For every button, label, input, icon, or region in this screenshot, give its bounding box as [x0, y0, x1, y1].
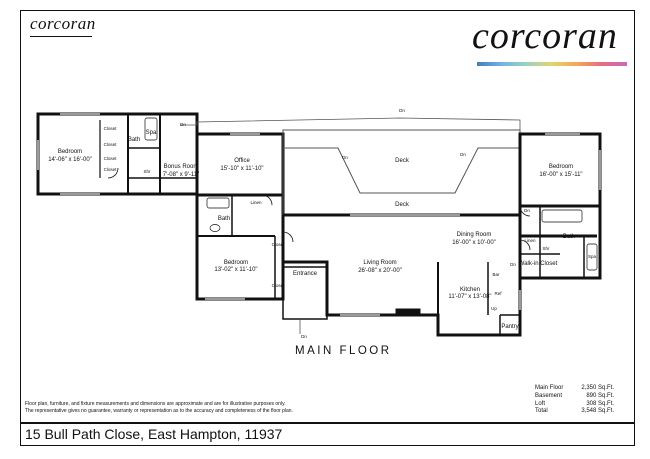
linen-label-1: Linen: [250, 200, 262, 205]
deck-lower-label: Deck: [395, 202, 410, 208]
dn-label-1: Dn: [180, 122, 186, 127]
east-bedroom-walls: [518, 132, 602, 208]
dn-label-4: Dn: [460, 152, 466, 157]
east-bath-walls: [518, 204, 602, 280]
brand-logo-large: corcoran: [472, 15, 618, 57]
linen-label-2: Linen: [524, 238, 536, 243]
spa-east-label: Spa: [588, 254, 597, 259]
sqft-row: Total 3,548 Sq.Ft.: [535, 408, 614, 416]
brand-color-bar: [477, 62, 627, 66]
sqft-label: Loft: [535, 400, 546, 407]
disclaimer-line-2: The representative gives no guarantee, w…: [25, 407, 293, 414]
bar-label: Bar: [492, 272, 500, 277]
sqft-value: 308 Sq.Ft.: [586, 400, 615, 407]
ref-label: Ref: [494, 291, 502, 296]
bedroom-east-dims: 16'-00" x 15'-11": [539, 172, 582, 178]
dn-label-3: Dn: [342, 155, 348, 160]
bedroom-east-label: Bedroom: [549, 164, 573, 170]
deck-upper-label: Deck: [395, 158, 410, 164]
dining-room-dims: 16'-00" x 10'-00": [452, 240, 496, 246]
fireplace: [395, 308, 421, 317]
sqft-label: Main Floor: [535, 385, 564, 391]
bedroom-south-label: Bedroom: [224, 260, 248, 266]
sqft-value: 2,350 Sq.Ft.: [581, 385, 615, 391]
plan-walls: [36, 112, 602, 337]
sqft-label: Basement: [535, 392, 563, 399]
bath-sink: [206, 197, 230, 209]
fp-label: Fp: [405, 310, 411, 315]
dn-label-7: Dn: [510, 262, 516, 267]
bath-west-label: Bath: [128, 137, 140, 143]
living-room-label: Living Room: [363, 260, 396, 266]
living-room-dims: 26'-08" x 20'-00": [358, 268, 402, 274]
closet-label-3: Closet: [104, 156, 118, 161]
page-frame: [20, 10, 635, 446]
bedroom-west-label: Bedroom: [58, 149, 82, 155]
address-divider: [20, 422, 635, 424]
up-label: Up: [491, 306, 497, 311]
fixtures: [144, 117, 598, 271]
dn-label-5: Dn: [301, 334, 307, 339]
living-walls: [281, 215, 522, 337]
dn-label-6: Dn: [524, 208, 530, 213]
property-address: 15 Bull Path Close, East Hampton, 11937: [25, 426, 283, 442]
east-vanity: [541, 209, 583, 223]
south-bedroom-walls: [195, 193, 285, 301]
kitchen-label: Kitchen: [460, 287, 480, 293]
door-swings: [107, 167, 531, 251]
plan-windows: [37, 113, 601, 316]
spa-tub: [144, 117, 158, 141]
shower-label-1: Shr: [143, 169, 151, 174]
east-spa-tub: [586, 243, 598, 271]
bath-mid-label: Bath: [218, 216, 230, 222]
closet-label-5: Closet: [272, 242, 286, 247]
disclaimer: Floor plan, furniture, and fixture measu…: [25, 401, 345, 414]
disclaimer-line-1: Floor plan, furniture, and fixture measu…: [25, 401, 286, 407]
bonus-room-label: Bonus Room: [164, 164, 199, 170]
sqft-label: Total: [535, 408, 548, 415]
dn-label-2: Dn: [399, 108, 405, 113]
sqft-row: Main Floor 2,350 Sq.Ft.: [535, 385, 614, 393]
kitchen-dims: 11'-07" x 13'-08": [448, 294, 491, 300]
shower-label-2: Shr: [542, 246, 550, 251]
closet-label-4: Closet: [104, 167, 118, 172]
sqft-table: Main Floor 2,350 Sq.Ft. Basement 890 Sq.…: [535, 385, 614, 416]
closet-label-6: Closet: [272, 283, 286, 288]
entrance-walls: [282, 266, 328, 320]
sqft-row: Loft 308 Sq.Ft.: [535, 401, 614, 409]
dining-room-label: Dining Room: [457, 232, 492, 238]
entrance-label: Entrance: [293, 271, 318, 277]
bonus-room-dims: 7'-08" x 9'-11": [163, 172, 199, 178]
bedroom-west-dims: 14'-06" x 16'-00": [48, 157, 92, 163]
brand-underline: [30, 36, 92, 37]
office-dims: 15'-10" x 11'-10": [220, 166, 263, 172]
floor-title: MAIN FLOOR: [295, 345, 392, 357]
closet-label-2: Closet: [104, 142, 118, 147]
bath-toilet: [209, 224, 221, 232]
walkin-closet-label: Walk-in Closet: [519, 261, 558, 267]
office-label: Office: [234, 158, 250, 164]
sqft-row: Basement 890 Sq.Ft.: [535, 393, 614, 401]
bath-east-label: Bath: [563, 234, 575, 240]
sqft-value: 890 Sq.Ft.: [586, 392, 615, 399]
closet-label-1: Closet: [104, 126, 118, 131]
bedroom-south-dims: 13'-02" x 11'-10": [214, 267, 257, 273]
office-walls: [195, 132, 285, 197]
pantry-label: Pantry: [501, 324, 518, 330]
spa-west-label: Spa: [146, 130, 157, 136]
sqft-value: 3,548 Sq.Ft.: [581, 408, 615, 415]
brand-logo-small: corcoran: [30, 14, 96, 33]
